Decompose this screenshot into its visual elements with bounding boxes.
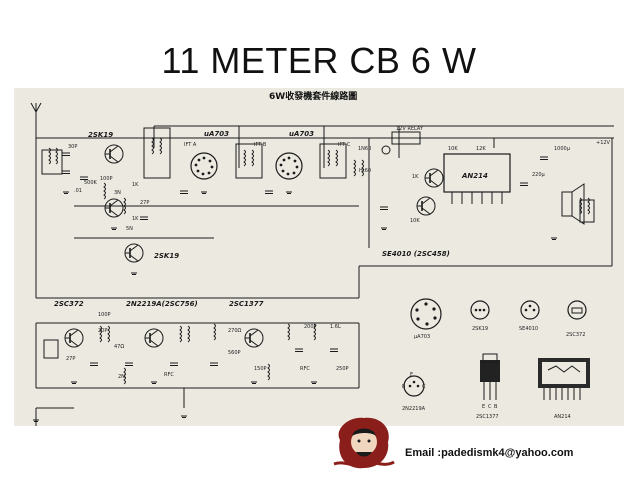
label-2sk19-bottom: 2SK19 — [154, 252, 179, 260]
component-value-label: IFT A — [184, 142, 197, 148]
label-2sk19-top: 2SK19 — [88, 131, 113, 139]
label-ua703-a: uA703 — [204, 130, 229, 138]
component-value-label: RFC — [164, 372, 174, 378]
pinout-2sc1377 — [480, 353, 500, 400]
pinout-se4010 — [520, 300, 540, 320]
schematic-scan: 6W收發機套件線路圖 — [14, 88, 624, 426]
component-value-label: 27P — [140, 200, 149, 206]
component-value-label: 10K — [410, 218, 420, 224]
pinout-label-2n2219a: 2N2219A — [402, 406, 426, 412]
component-value-label: Ht60 — [359, 168, 371, 174]
pinout-an214 — [538, 358, 590, 400]
label-ua703-b: uA703 — [289, 130, 314, 138]
pinout-label-ua703: μA703 — [414, 334, 430, 340]
component-value-label: IFT C — [338, 142, 351, 148]
pin-letter-b: B — [494, 404, 498, 410]
component-value-label: 1K — [412, 174, 419, 180]
slide-title: 11 METER CB 6 W — [161, 40, 477, 81]
component-value-label: 250P — [336, 366, 349, 372]
component-value-label: 270Ω — [228, 328, 242, 334]
component-value-label: 220μ — [532, 172, 546, 178]
pinout-label-an214: AN214 — [554, 414, 571, 420]
email-contact: Email :padedismk4@yahoo.com — [405, 447, 574, 459]
schematic-drawing: 6W收發機套件線路圖 — [30, 90, 614, 426]
component-value-label: 12K — [476, 146, 486, 152]
component-value-label: RFC — [300, 366, 310, 372]
component-value-label: 1K — [132, 216, 139, 222]
logo-icon — [333, 417, 395, 469]
component-value-label: 100P — [98, 312, 111, 318]
pin-letter-e: E — [482, 404, 485, 410]
pinout-label-2sk19: 2SK19 — [472, 326, 488, 332]
label-2sc372: 2SC372 — [54, 300, 84, 308]
pinout-label-2sc372: 2SC372 — [566, 332, 585, 338]
pinout-label-se4010: SE4010 — [519, 326, 538, 332]
label-se4010: SE4010 (2SC458) — [382, 250, 450, 258]
pin-letter-c2: C — [422, 384, 426, 390]
component-value-label: +12V — [596, 140, 611, 146]
pin-letter-e2: E — [410, 372, 413, 378]
component-value-label: 20P — [98, 328, 107, 334]
component-value-label: 2N — [118, 374, 125, 380]
pinout-ua703 — [410, 298, 442, 330]
component-value-label: 1.6L — [330, 324, 341, 330]
component-value-label: 100P — [100, 176, 113, 182]
component-value-label: 3N — [114, 190, 121, 196]
component-value-label: 27P — [66, 356, 75, 362]
pin-letter-b2: B — [402, 384, 406, 390]
schematic-header: 6W收發機套件線路圖 — [269, 90, 357, 102]
component-value-label: .01 — [74, 188, 82, 194]
pinout-2sc372 — [567, 300, 587, 320]
component-value-label: 10K — [448, 146, 458, 152]
component-value-label: 1K — [132, 182, 139, 188]
component-value-label: 30P — [68, 144, 77, 150]
component-value-label: 1000μ — [554, 146, 571, 152]
component-value-label: IFT B — [254, 142, 267, 148]
antenna-symbol — [30, 102, 42, 138]
pinout-2sk19 — [470, 300, 490, 320]
pinout-label-2sc1377: 2SC1377 — [476, 414, 499, 420]
label-relay: 12V RELAY — [396, 126, 424, 132]
component-value-label: 1N60 — [358, 146, 371, 152]
component-value-label: 500K — [84, 180, 98, 186]
label-2sc1377: 2SC1377 — [229, 300, 264, 308]
component-value-label: 560P — [228, 350, 241, 356]
component-value-label: 47Ω — [114, 344, 124, 350]
pin-letter-c: C — [488, 404, 492, 410]
pinout-2n2219a — [403, 375, 425, 397]
label-2n2219a: 2N2219A(2SC756) — [126, 300, 198, 308]
component-value-label: 5N — [126, 226, 133, 232]
component-value-label: 200P — [304, 324, 317, 330]
component-value-label: 150P — [254, 366, 267, 372]
label-an214: AN214 — [461, 172, 488, 180]
